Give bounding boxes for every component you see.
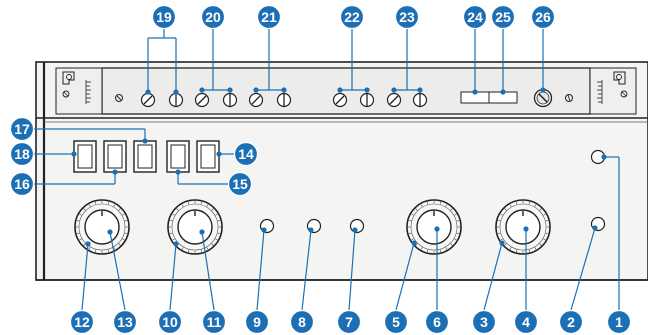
trimmer-21-a[interactable]	[248, 92, 264, 108]
trimmer-19-b[interactable]	[168, 92, 184, 108]
trimmer-20-a[interactable]	[194, 92, 210, 108]
trimmer-22-b[interactable]	[359, 92, 375, 108]
callout-badge-12: 12	[69, 309, 95, 335]
callout-badge-13: 13	[112, 309, 138, 335]
trimmer-19-a[interactable]	[140, 92, 156, 108]
callout-number-16: 16	[14, 176, 30, 192]
rocker-switch-16[interactable]	[103, 140, 127, 173]
callout-badge-22: 22	[339, 4, 365, 30]
callout-badge-10: 10	[157, 309, 183, 335]
callout-number-13: 13	[117, 314, 133, 330]
callout-badge-2: 2	[558, 309, 584, 335]
callout-number-26: 26	[535, 9, 551, 25]
callout-number-2: 2	[567, 314, 575, 330]
right-bracket-screw	[620, 90, 628, 98]
callout-badge-3: 3	[471, 309, 497, 335]
callout-number-18: 18	[14, 146, 30, 162]
panel-fixing-screw-right	[565, 94, 573, 102]
callout-number-8: 8	[298, 314, 306, 330]
inner-knob-11[interactable]	[177, 209, 213, 245]
dual-knob-5-6	[406, 199, 462, 255]
callout-badge-24: 24	[462, 4, 488, 30]
rocker-switch-row	[73, 140, 220, 173]
left-bracket-screw	[62, 90, 70, 98]
trimmer-21-b[interactable]	[276, 92, 292, 108]
callout-number-21: 21	[261, 9, 277, 25]
left-mounting-bracket	[55, 67, 103, 115]
callout-number-11: 11	[207, 314, 222, 330]
callout-badge-16: 16	[9, 171, 35, 197]
callout-number-3: 3	[480, 314, 488, 330]
callout-number-20: 20	[205, 9, 221, 25]
callout-number-15: 15	[232, 176, 248, 192]
right-bracket-plate	[589, 67, 637, 115]
left-bracket-clip	[62, 71, 75, 85]
rocker-switch-17[interactable]	[133, 140, 157, 173]
small-round-buttons	[259, 149, 606, 234]
callout-badge-4: 4	[513, 309, 539, 335]
right-bracket-clip	[613, 71, 626, 85]
trimmer-23-a[interactable]	[386, 92, 402, 108]
callout-badge-7: 7	[336, 309, 362, 335]
callout-badge-14: 14	[233, 141, 259, 167]
dual-knob-3-4	[495, 199, 551, 255]
rocker-switch-14[interactable]	[196, 140, 220, 173]
callout-badge-9: 9	[244, 309, 270, 335]
right-bracket-scale	[597, 80, 603, 104]
callout-badge-26: 26	[530, 4, 556, 30]
callout-number-5: 5	[392, 314, 400, 330]
rocker-switch-15[interactable]	[166, 140, 190, 173]
callout-number-23: 23	[399, 9, 415, 25]
inner-knob-4[interactable]	[505, 209, 541, 245]
callout-number-17: 17	[14, 121, 30, 137]
callout-badge-21: 21	[256, 4, 282, 30]
callout-number-6: 6	[433, 314, 441, 330]
callout-number-10: 10	[162, 314, 178, 330]
callout-number-22: 22	[344, 9, 360, 25]
callout-badge-25: 25	[490, 4, 516, 30]
callout-badge-6: 6	[424, 309, 450, 335]
callout-badge-17: 17	[9, 116, 35, 142]
callout-number-1: 1	[615, 314, 623, 330]
trimmer-20-b[interactable]	[222, 92, 238, 108]
panel-fixing-screw-left	[115, 94, 123, 102]
callout-number-12: 12	[74, 314, 90, 330]
callout-number-9: 9	[253, 314, 261, 330]
callout-badge-19: 19	[151, 4, 177, 30]
upper-control-panel	[55, 67, 637, 115]
callout-badge-18: 18	[9, 141, 35, 167]
callout-badge-20: 20	[200, 4, 226, 30]
left-bracket-plate	[55, 67, 103, 115]
rocker-switch-18[interactable]	[73, 140, 97, 173]
trimmer-22-a[interactable]	[332, 92, 348, 108]
callout-number-24: 24	[467, 9, 483, 25]
callout-number-19: 19	[156, 9, 172, 25]
callout-badge-8: 8	[289, 309, 315, 335]
callout-number-14: 14	[238, 146, 254, 162]
callout-badge-5: 5	[383, 309, 409, 335]
callout-leaders	[34, 28, 620, 311]
trimmer-23-b[interactable]	[412, 92, 428, 108]
callout-number-4: 4	[522, 314, 530, 330]
callout-number-25: 25	[495, 9, 511, 25]
right-bracket-hole	[616, 74, 622, 80]
inner-knob-6[interactable]	[416, 209, 452, 245]
callout-badge-15: 15	[227, 171, 253, 197]
left-bracket-hole	[66, 74, 72, 80]
right-mounting-bracket	[589, 67, 637, 115]
dual-knob-10-11	[167, 199, 223, 255]
callout-badge-11: 11	[201, 309, 227, 335]
callout-badge-23: 23	[394, 4, 420, 30]
callout-number-7: 7	[345, 314, 353, 330]
callout-badge-1: 1	[606, 309, 632, 335]
dual-knob-12-13	[74, 199, 130, 255]
adjustment-trimmers	[140, 92, 428, 108]
left-bracket-scale	[85, 80, 91, 104]
